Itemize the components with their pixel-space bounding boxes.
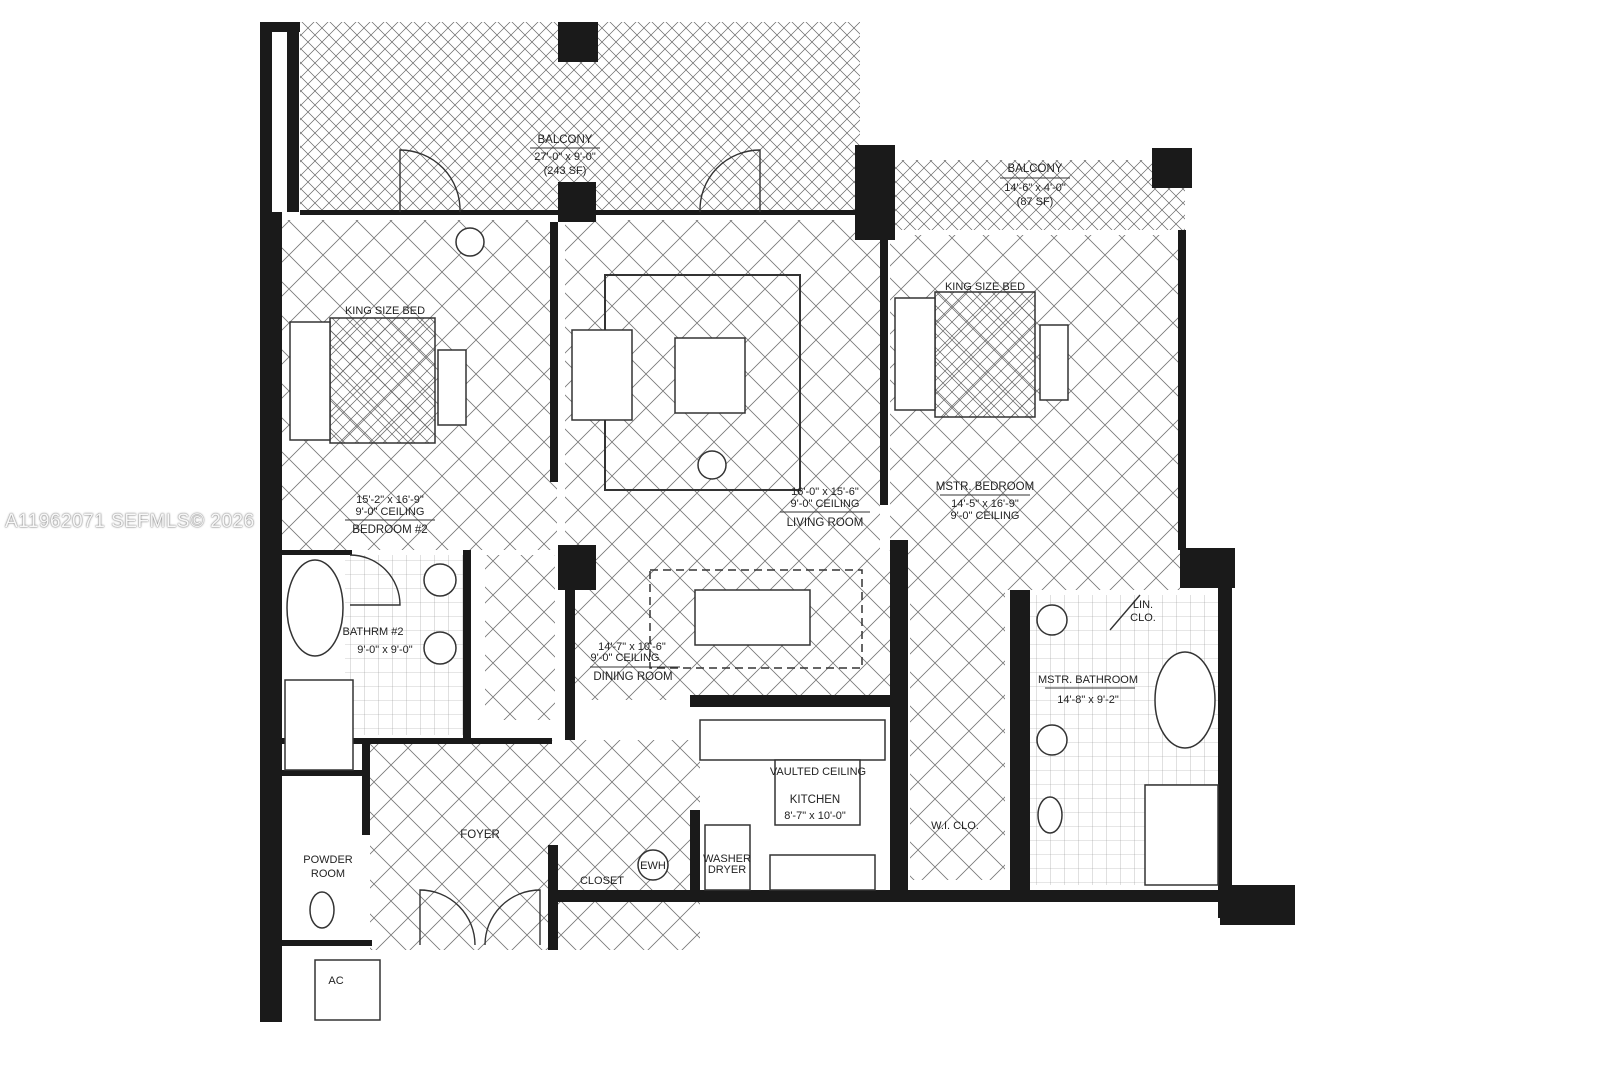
balcony-master-dims: 14'-6" x 4'-0" xyxy=(1004,182,1066,194)
bath2-dims: 9'-0" x 9'-0" xyxy=(357,644,413,656)
bath2-name: BATHRM #2 xyxy=(343,626,404,638)
doors xyxy=(349,149,1141,946)
ewh-name: EWH xyxy=(640,860,666,872)
balcony-main-dims: 27'-0" x 9'-0" xyxy=(534,151,596,163)
furniture xyxy=(284,227,1219,1021)
balcony-main-name: BALCONY xyxy=(538,134,593,146)
living-name: LIVING ROOM xyxy=(787,517,864,529)
laundry-line2: DRYER xyxy=(708,864,746,876)
master-bath-dims: 14'-8" x 9'-2" xyxy=(1057,694,1119,706)
balcony-master-area: (87 SF) xyxy=(1017,196,1054,208)
dining-ceiling: 9'-0" CEILING xyxy=(591,652,660,664)
powder-line1: POWDER xyxy=(303,854,353,866)
floor-hatching xyxy=(282,22,1220,950)
linen-line1: LIN. xyxy=(1133,599,1153,611)
foyer-name: FOYER xyxy=(460,829,500,841)
bedroom2-dims: 15'-2" x 16'-9" xyxy=(356,494,424,506)
walls xyxy=(260,22,1295,1022)
closet-name: CLOSET xyxy=(580,875,624,887)
living-dims: 16'-0" x 15'-6" xyxy=(791,486,859,498)
room-labels: BALCONY 27'-0" x 9'-0" (243 SF) BALCONY … xyxy=(303,134,1156,987)
balcony-master-name: BALCONY xyxy=(1008,163,1063,175)
linen-line2: CLO. xyxy=(1130,612,1156,624)
master-bedroom-ceiling: 9'-0" CEILING xyxy=(951,510,1020,522)
living-ceiling: 9'-0" CEILING xyxy=(791,498,860,510)
watermark: A11962071 SEFMLS© 2026 xyxy=(5,511,255,532)
kitchen-note: VAULTED CEILING xyxy=(770,766,866,778)
kitchen-name: KITCHEN xyxy=(790,794,840,806)
master-bedroom-name: MSTR. BEDROOM xyxy=(936,481,1034,493)
master-bath-name: MSTR. BATHROOM xyxy=(1038,674,1138,686)
powder-line2: ROOM xyxy=(311,868,345,880)
laundry-line1: WASHER xyxy=(703,853,751,865)
master-bed-label: KING SIZE BED xyxy=(945,281,1025,293)
dining-dims: 14'-7" x 10'-6" xyxy=(598,641,666,653)
balcony-main-area: (243 SF) xyxy=(544,165,587,177)
bedroom2-name: BEDROOM #2 xyxy=(352,524,427,536)
kitchen-dims: 8'-7" x 10'-0" xyxy=(784,810,846,822)
wic-name: W.I. CLO. xyxy=(931,820,979,832)
ac-name: AC xyxy=(328,975,343,987)
bedroom2-ceiling: 9'-0" CEILING xyxy=(356,506,425,518)
dining-name: DINING ROOM xyxy=(593,671,672,683)
bed2-label: KING SIZE BED xyxy=(345,305,425,317)
master-bedroom-dims: 14'-5" x 16'-9" xyxy=(951,498,1019,510)
